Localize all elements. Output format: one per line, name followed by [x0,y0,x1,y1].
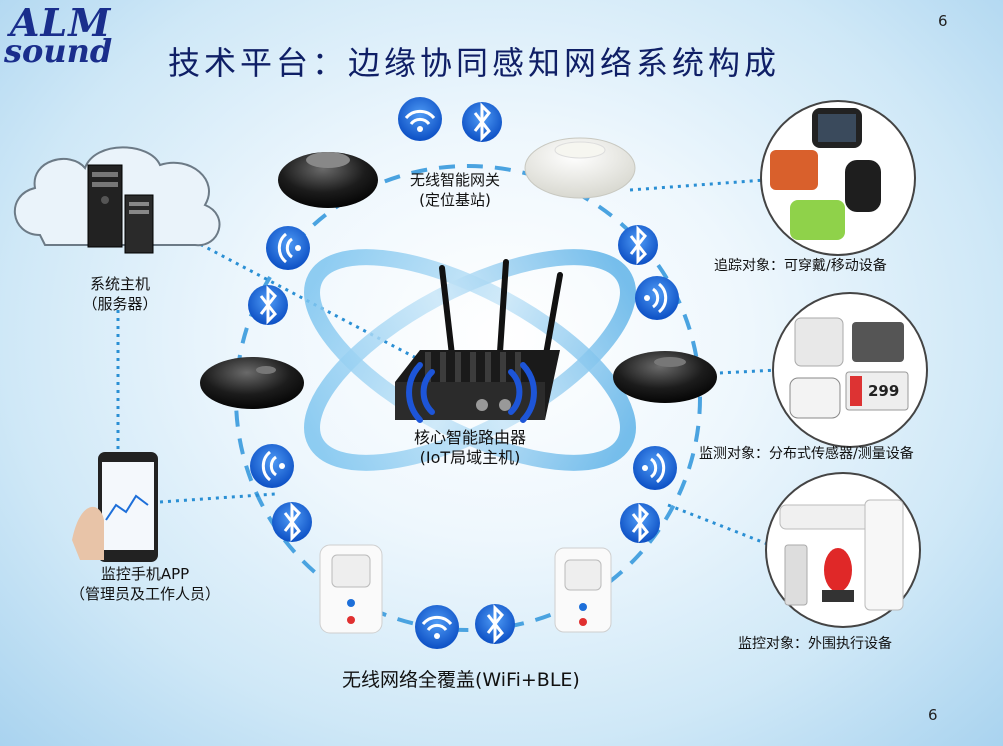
gateway-label-line1: 无线智能网关 [409,171,500,189]
control-label: 监控对象：外围执行设备 [738,636,892,652]
coverage-label: 无线网络全覆盖(WiFi+BLE) [342,669,580,691]
sensor-devices-circle [772,292,928,448]
app-label: 监控手机APP （管理员及工作人员） [40,564,250,604]
router-label: 核心智能路由器 (IoT局域主机) [380,428,560,468]
gateway-dome-top-left [278,152,378,208]
wifi-badge-top [398,97,442,141]
link-gateway-tracking [629,178,766,192]
server-tower-icon [87,164,154,254]
server-label: 系统主机 （服务器） [50,274,190,314]
app-label-line1: 监控手机APP [100,565,190,583]
router-label-line1: 核心智能路由器 [413,428,526,447]
bluetooth-badge-right-upper [618,225,658,265]
wifi-badge-right-upper [635,276,679,320]
bluetooth-badge-left-lower [272,502,312,542]
server-label-line1: 系统主机 [89,275,150,293]
sensor-reading: 299 [868,382,900,400]
bluetooth-badge-bottom [475,604,515,644]
bluetooth-badge-left-upper [248,285,288,325]
gateway-dome-white [524,137,636,199]
tracking-label: 追踪对象：可穿戴/移动设备 [714,258,887,274]
page-number-bottom: 6 [928,706,938,724]
bluetooth-badge-top [462,102,502,142]
link-app-ring [159,492,276,504]
phone-app-icon [72,452,158,562]
bluetooth-badge-right-lower [620,503,660,543]
link-ring-control [667,503,771,547]
router-label-line2: (IoT局域主机) [419,448,521,467]
tracking-devices-circle [760,100,916,256]
wifi-badge-bottom [415,605,459,649]
gateway-label-line2: (定位基站) [419,191,491,209]
logo-sound: sound [4,32,113,70]
smart-plug-left [319,544,383,634]
app-label-line2: （管理员及工作人员） [69,585,220,603]
server-label-line2: （服务器） [82,295,158,313]
actuator-devices-circle [765,472,921,628]
wifi-badge-left-lower [250,444,294,488]
wifi-badge-left-upper [266,226,310,270]
monitoring-label: 监测对象：分布式传感器/测量设备 [699,446,914,462]
router-icon [395,259,563,423]
smart-plug-right [554,547,612,633]
page-number-top: 6 [938,12,948,30]
page-title: 技术平台：边缘协同感知网络系统构成 [168,44,781,82]
logo-alm: ALM [10,0,112,45]
gateway-dome-left [200,357,304,409]
gateway-dome-right [613,351,717,403]
wifi-badge-right-lower [633,446,677,490]
gateway-label: 无线智能网关 (定位基站) [380,170,530,210]
